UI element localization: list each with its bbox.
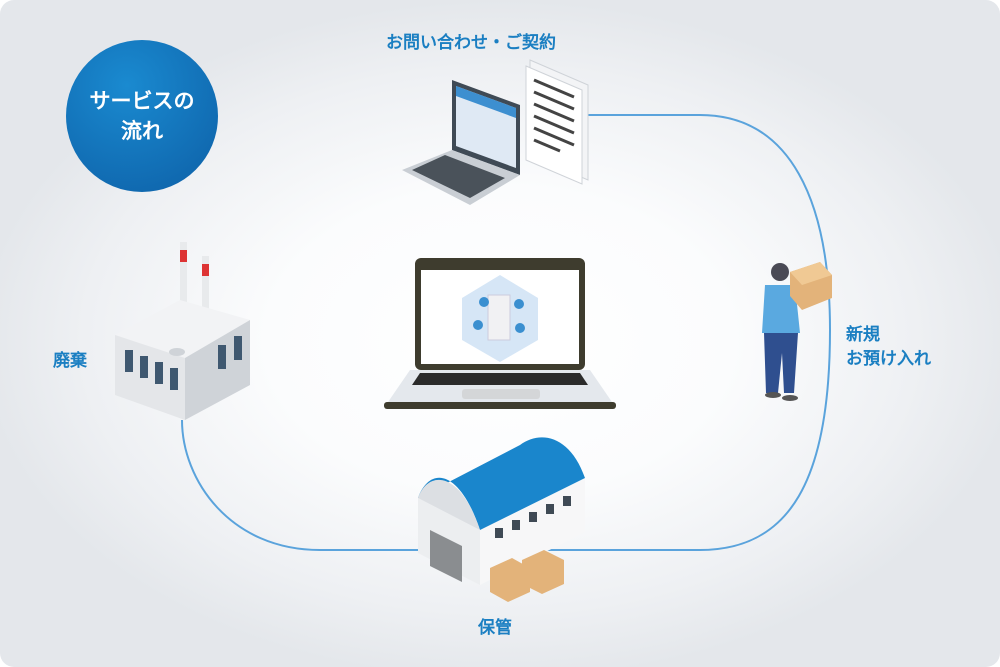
flow-loop-line xyxy=(181,114,832,551)
laptop-contract-icon xyxy=(402,80,520,205)
factory-icon xyxy=(115,242,250,420)
step-deposit-line1: 新規 xyxy=(846,325,880,345)
secure-storage-laptop-icon xyxy=(384,258,616,409)
documents-icon xyxy=(525,59,589,185)
step-storage-label: 保管 xyxy=(478,618,512,638)
step-deposit-line2: お預け入れ xyxy=(846,349,931,369)
step-deposit-label: 新規 お預け入れ xyxy=(846,323,931,371)
step-contract-label: お問い合わせ・ご契約 xyxy=(386,33,556,53)
service-flow-badge: サービスの 流れ xyxy=(66,40,218,192)
badge-title-line1: サービスの xyxy=(89,89,195,113)
badge-title-line2: 流れ xyxy=(121,119,163,143)
step-disposal-label: 廃棄 xyxy=(53,351,87,371)
warehouse-icon xyxy=(418,437,585,602)
person-carrying-box-icon xyxy=(762,262,832,401)
